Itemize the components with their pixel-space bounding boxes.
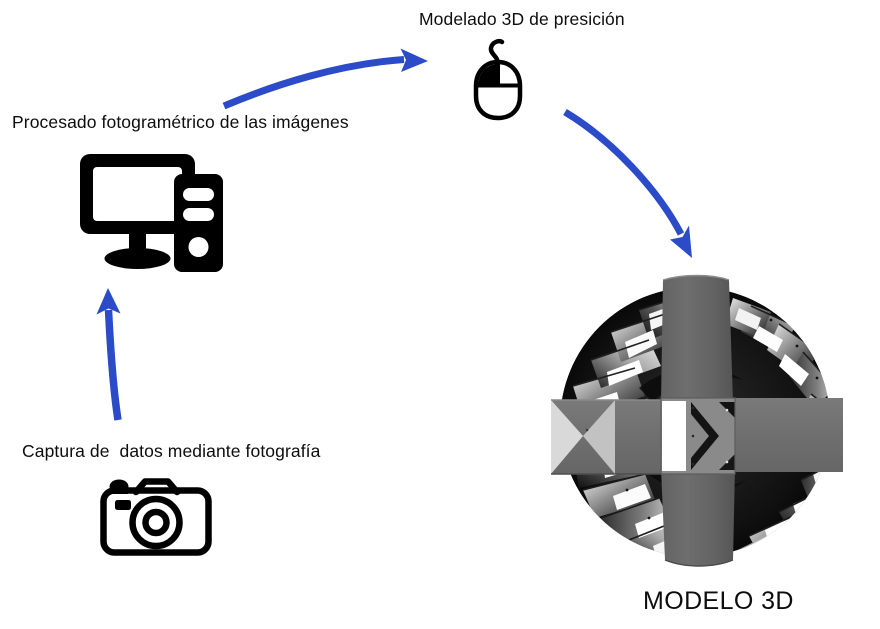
arrow-processing-to-modeling xyxy=(222,48,428,110)
model-band-left xyxy=(551,399,679,475)
label-capture: Captura de datos mediante fotografía xyxy=(22,441,321,461)
label-processing: Procesado fotogramétrico de las imágenes xyxy=(12,112,349,132)
3d-model-glyph xyxy=(551,274,843,567)
model-center-plate xyxy=(660,397,736,475)
camera-glyph xyxy=(100,478,212,556)
model-band-bottom xyxy=(661,468,735,567)
desktop-computer-glyph xyxy=(80,154,223,272)
computer-mouse-icon xyxy=(468,38,528,122)
model-band-top xyxy=(661,274,733,402)
arrow-modeling-to-model xyxy=(563,108,692,258)
computer-mouse-glyph xyxy=(473,39,523,121)
desktop-computer-icon xyxy=(78,152,230,280)
arrow-capture-to-processing xyxy=(96,288,122,421)
label-model-3d: MODELO 3D xyxy=(643,587,794,615)
model-band-right xyxy=(713,398,843,472)
label-modeling: Modelado 3D de presición xyxy=(419,9,625,29)
camera-icon xyxy=(98,472,214,558)
3d-model-render xyxy=(543,268,848,576)
